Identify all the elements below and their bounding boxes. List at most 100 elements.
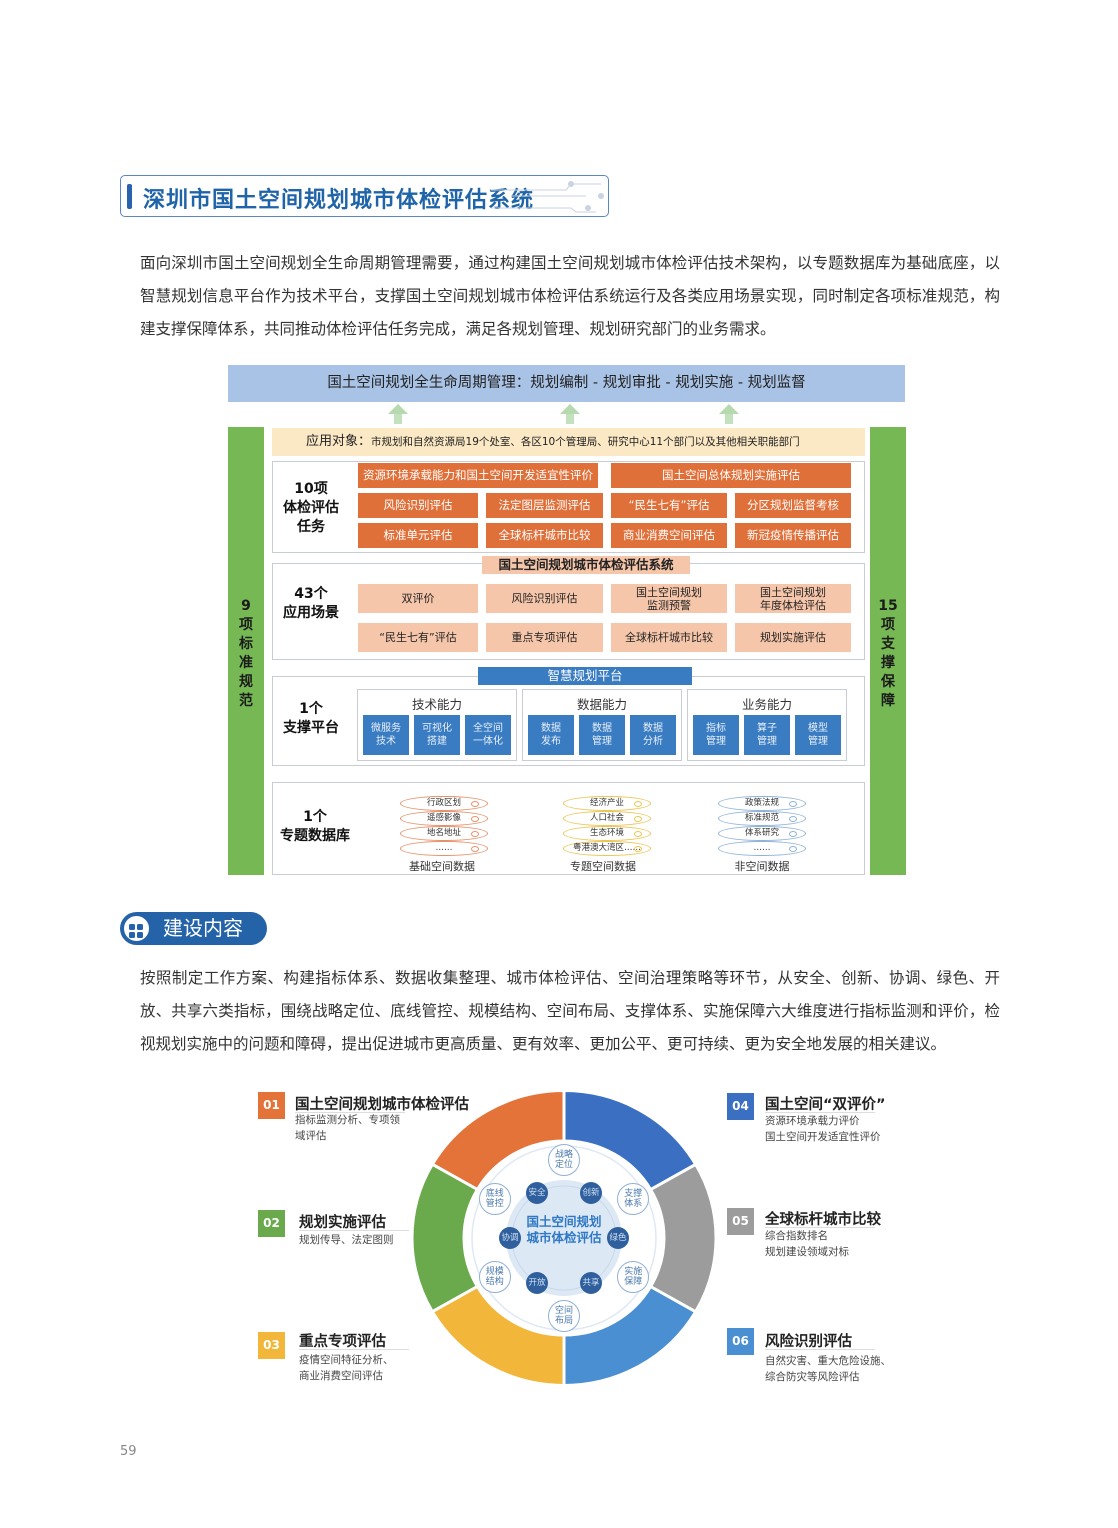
scene-item: 国土空间规划 年度体检评估 — [735, 584, 851, 613]
dimension-circle: 战略定位 — [548, 1144, 580, 1176]
item-description: 疫情空间特征分析、 商业消费空间评估 — [299, 1354, 394, 1382]
dimension-circle: 底线管控 — [478, 1183, 511, 1215]
capability-tile: 数据 分析 — [630, 715, 676, 755]
item-description: 综合指数排名 规划建设领域对标 — [765, 1230, 849, 1258]
database-name: 基础空间数据 — [409, 860, 475, 873]
item-title: 国土空间规划城市体检评估 — [295, 1097, 469, 1113]
database-cylinder-nonspatial: 政策法规 标准规范 体系研究 …… — [718, 796, 806, 856]
section2-title: 建设内容 — [163, 916, 243, 940]
db-row: 经济产业 — [563, 796, 651, 811]
capability-tile: 算子 管理 — [744, 715, 790, 755]
system-header: 国土空间规划城市体检评估系统 — [482, 556, 690, 574]
item-number-badge: 05 — [727, 1208, 754, 1235]
evaluation-ring-diagram — [410, 1089, 718, 1387]
item-title: 重点专项评估 — [299, 1334, 386, 1350]
task-item: 标准单元评估 — [358, 523, 478, 548]
item-description: 规划传导、法定图则 — [299, 1234, 394, 1246]
title-accent-bar — [127, 184, 132, 209]
db-row: 生态环境 — [563, 826, 651, 841]
support-sidebar: 15 项 支 撑 保 障 — [870, 427, 906, 875]
item-number-badge: 02 — [258, 1210, 285, 1237]
db-row: 人口社会 — [563, 811, 651, 826]
intro-paragraph: 面向深圳市国土空间规划全生命周期管理需要，通过构建国土空间规划城市体检评估技术架… — [140, 254, 1000, 338]
capability-title: 技术能力 — [411, 697, 462, 712]
indicator-circle: 创新 — [580, 1181, 602, 1204]
db-row: …… — [400, 841, 488, 856]
capability-tile: 全空间 一体化 — [465, 715, 511, 755]
item-divider — [765, 1227, 875, 1228]
indicator-circle: 绿色 — [607, 1227, 629, 1249]
item-description: 指标监测分析、专项领 域评估 — [295, 1114, 400, 1142]
target-label: 应用对象： — [306, 434, 372, 449]
capability-tile: 可视化 搭建 — [414, 715, 460, 755]
item-title: 规划实施评估 — [299, 1215, 386, 1231]
lifecycle-band: 国土空间规划全生命周期管理：规划编制 - 规划审批 - 规划实施 - 规划监督 — [228, 365, 905, 402]
task-item: “民生七有”评估 — [611, 493, 727, 518]
up-arrow-icon — [719, 404, 739, 424]
db-row: 体系研究 — [718, 826, 806, 841]
item-divider — [299, 1349, 409, 1350]
capability-tile: 模型 管理 — [795, 715, 841, 755]
scenes-label: 43个 应用场景 — [283, 586, 339, 621]
database-name: 专题空间数据 — [570, 860, 636, 873]
db-row: 政策法规 — [718, 796, 806, 811]
capability-tile: 数据 管理 — [579, 715, 625, 755]
indicator-circle: 协调 — [499, 1227, 521, 1249]
ring-segment-02 — [410, 1162, 480, 1314]
scene-item: 国土空间规划 监测预警 — [611, 584, 727, 613]
circuit-decoration-icon — [491, 181, 604, 213]
platform-label: 1个 支撑平台 — [283, 701, 339, 736]
db-row: …… — [718, 841, 806, 856]
up-arrow-icon — [388, 404, 408, 424]
task-item: 风险识别评估 — [358, 493, 478, 518]
db-row: 行政区划 — [400, 796, 488, 811]
task-item: 法定图层监测评估 — [486, 493, 603, 518]
task-item: 新冠疫情传播评估 — [735, 523, 851, 548]
item-divider — [295, 1112, 405, 1113]
item-number-badge: 06 — [727, 1328, 754, 1355]
scene-item: 重点专项评估 — [486, 623, 603, 652]
capability-group-business: 业务能力 指标 管理 算子 管理 模型 管理 — [687, 689, 847, 761]
dimension-circle: 空间布局 — [548, 1300, 580, 1332]
section2-pill: 建设内容 — [120, 912, 267, 945]
task-item: 国土空间总体规划实施评估 — [611, 463, 851, 488]
indicator-circle: 安全 — [526, 1181, 548, 1204]
dimension-circle: 规模结构 — [478, 1261, 511, 1293]
db-row: 地名地址 — [400, 826, 488, 841]
ring-segment-06 — [562, 1284, 698, 1387]
task-item: 商业消费空间评估 — [611, 523, 727, 548]
capability-group-tech: 技术能力 微服务 技术 可视化 搭建 全空间 一体化 — [357, 689, 517, 761]
item-title: 国土空间“双评价” — [765, 1097, 886, 1113]
task-item: 资源环境承载能力和国土空间开发适宜性评价 — [358, 463, 598, 488]
scene-item: 规划实施评估 — [735, 623, 851, 652]
item-number-badge: 04 — [727, 1093, 754, 1120]
item-divider — [299, 1230, 409, 1231]
capability-group-data: 数据能力 数据 发布 数据 管理 数据 分析 — [522, 689, 682, 761]
item-number-badge: 03 — [258, 1332, 285, 1359]
database-cylinder-basic: 行政区划 遥感影像 地名地址 …… — [400, 796, 488, 856]
ring-center-label: 国土空间规划 城市体检评估 — [526, 1214, 602, 1245]
item-divider — [765, 1112, 875, 1113]
indicator-circle: 共享 — [580, 1272, 602, 1295]
task-item: 分区规划监督考核 — [735, 493, 851, 518]
up-arrow-icon — [560, 404, 580, 424]
dimension-circle: 实施保障 — [617, 1261, 650, 1293]
capability-title: 数据能力 — [576, 697, 627, 712]
tasks-label: 10项 体检评估 任务 — [283, 481, 339, 535]
scene-item: 全球标杆城市比较 — [611, 623, 727, 652]
item-title: 全球标杆城市比较 — [765, 1212, 881, 1228]
item-title: 风险识别评估 — [765, 1334, 852, 1350]
content-paragraph: 按照制定工作方案、构建指标体系、数据收集整理、城市体检评估、空间治理策略等环节，… — [140, 969, 1000, 1053]
scene-item: 风险识别评估 — [486, 584, 603, 613]
section-title-box: 深圳市国土空间规划城市体检评估系统 — [120, 175, 609, 217]
item-divider — [765, 1349, 875, 1350]
item-number-badge: 01 — [258, 1092, 285, 1119]
database-label: 1个 专题数据库 — [280, 809, 350, 844]
page-number: 59 — [120, 1444, 137, 1459]
task-item: 全球标杆城市比较 — [486, 523, 603, 548]
platform-header: 智慧规划平台 — [478, 667, 692, 685]
indicator-circle: 开放 — [526, 1272, 548, 1295]
db-row: 粤港澳大湾区…… — [563, 841, 651, 856]
scene-item: “民生七有”评估 — [358, 623, 478, 652]
grid-circle-icon — [124, 916, 149, 941]
